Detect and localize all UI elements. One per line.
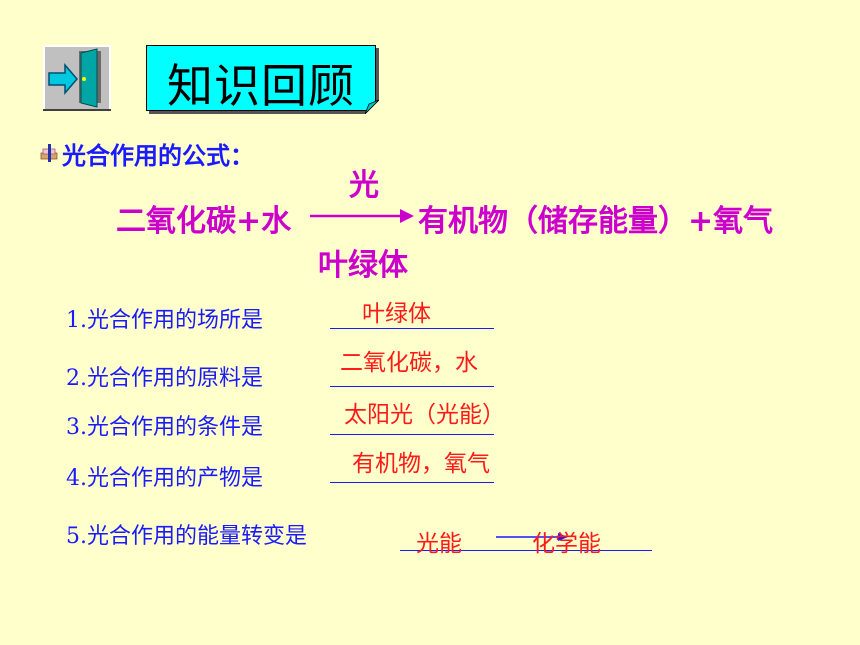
answer-1: 叶绿体	[362, 301, 431, 327]
arrow-right-icon	[496, 533, 568, 541]
answer-5-to: 化学能	[532, 531, 601, 557]
bullet-icon	[40, 144, 60, 164]
equation-reactants: 二氧化碳+水	[116, 204, 292, 239]
answer-2: 二氧化碳，水	[340, 350, 478, 376]
question-2: 2.光合作用的原料是	[66, 366, 263, 391]
answer-5-from: 光能	[416, 531, 462, 557]
title-box: 知识回顾	[146, 45, 379, 114]
question-4: 4.光合作用的产物是	[66, 466, 263, 491]
arrow-right-icon	[310, 209, 414, 223]
answer-4: 有机物，氧气	[352, 451, 490, 477]
answer-blank	[330, 482, 494, 483]
answer-blank	[400, 550, 652, 551]
equation-condition-light: 光	[349, 168, 379, 203]
answer-3: 太阳光（光能）	[344, 402, 505, 428]
answer-blank	[330, 434, 494, 435]
question-3: 3.光合作用的条件是	[66, 415, 263, 440]
equation-products: 有机物（储存能量）+氧气	[418, 204, 774, 239]
question-5: 5.光合作用的能量转变是	[66, 524, 307, 549]
answer-blank	[330, 328, 494, 329]
door-exit-icon[interactable]	[43, 45, 111, 111]
slide-title: 知识回顾	[167, 59, 355, 113]
answer-blank	[330, 386, 494, 387]
question-1: 1.光合作用的场所是	[66, 308, 263, 333]
page-fold-icon	[365, 100, 379, 114]
equation-condition-chloroplast: 叶绿体	[318, 248, 408, 283]
formula-heading: 光合作用的公式：	[62, 142, 254, 170]
